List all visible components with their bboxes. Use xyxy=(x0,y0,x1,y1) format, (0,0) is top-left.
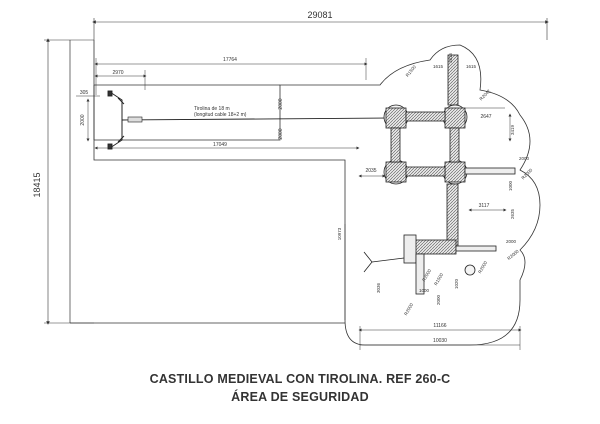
overall-width-dimension xyxy=(92,18,549,40)
right-width-label: 2000 xyxy=(519,156,530,161)
zip-lower-length-label: 17049 xyxy=(213,142,227,148)
tower-bottom-left xyxy=(383,159,409,185)
right-radius-label: R2000 xyxy=(520,167,533,180)
overall-width-label: 29081 xyxy=(307,10,332,20)
tower-bottom-right xyxy=(442,159,468,185)
tower-top-label: 1615 xyxy=(448,52,453,63)
zip-area-length-label: 17764 xyxy=(223,57,237,63)
zipline-cable xyxy=(121,116,391,123)
right-lower-label: 2000 xyxy=(506,239,517,244)
lower-r4-label: R2000 xyxy=(403,302,414,316)
lower-w1-label: 1000 xyxy=(419,288,430,293)
overall-height-label: 18415 xyxy=(32,172,42,197)
tower-top-left-label: 1615 xyxy=(433,64,444,69)
lower-r1-label: R2000 xyxy=(421,268,432,282)
span-top-right-label: 2647 xyxy=(480,114,491,120)
bottom-total-label: 10030 xyxy=(433,338,447,344)
lower-r3-label: R2000 xyxy=(477,260,488,274)
zip-width-left-label: 2000 xyxy=(80,114,86,125)
bridge-span-label: 3117 xyxy=(479,203,490,209)
drawing-subtitle: ÁREA DE SEGURIDAD xyxy=(231,390,369,404)
lower-w3-label: 1020 xyxy=(454,278,459,289)
right-depth-label: 3419 xyxy=(510,124,515,135)
zip-width-right-label: 2000 xyxy=(278,128,284,139)
drawing-title: CASTILLO MEDIEVAL CON TIROLINA. REF 260-… xyxy=(149,372,451,386)
bottom-span-label: 11166 xyxy=(433,323,446,329)
overall-height-dimension xyxy=(44,38,94,325)
zipline-label-line2: (longitud cable 18+2 m) xyxy=(194,112,247,118)
lower-r2-label: R1500 xyxy=(433,272,444,286)
zip-start-label: 2970 xyxy=(112,70,123,76)
zip-width-mid-label: 2000 xyxy=(278,98,284,109)
tower-top-left xyxy=(383,104,409,130)
tower-top-right-label: 1615 xyxy=(466,64,477,69)
castle-dimension-lines xyxy=(344,107,522,350)
bridge-depth-label: 2635 xyxy=(510,208,515,219)
zipline-safety-area xyxy=(93,40,541,346)
vertical-left-label: 10973 xyxy=(337,227,342,240)
castle-structure xyxy=(363,54,516,295)
zip-post-label: 305 xyxy=(80,90,89,96)
slide-depth-label: 3036 xyxy=(376,282,381,293)
zipline-upper-dimension xyxy=(94,58,368,95)
left-frame xyxy=(69,40,345,324)
lower-w2-label: 2000 xyxy=(436,294,441,305)
zipline-label-line1: Tirolina de 18 m xyxy=(194,106,230,112)
tower-top-right xyxy=(442,104,468,130)
mid-span-label: 2035 xyxy=(365,168,376,174)
right-small-label: 1000 xyxy=(508,180,513,191)
right-lower-radius-label: R2000 xyxy=(506,248,520,261)
